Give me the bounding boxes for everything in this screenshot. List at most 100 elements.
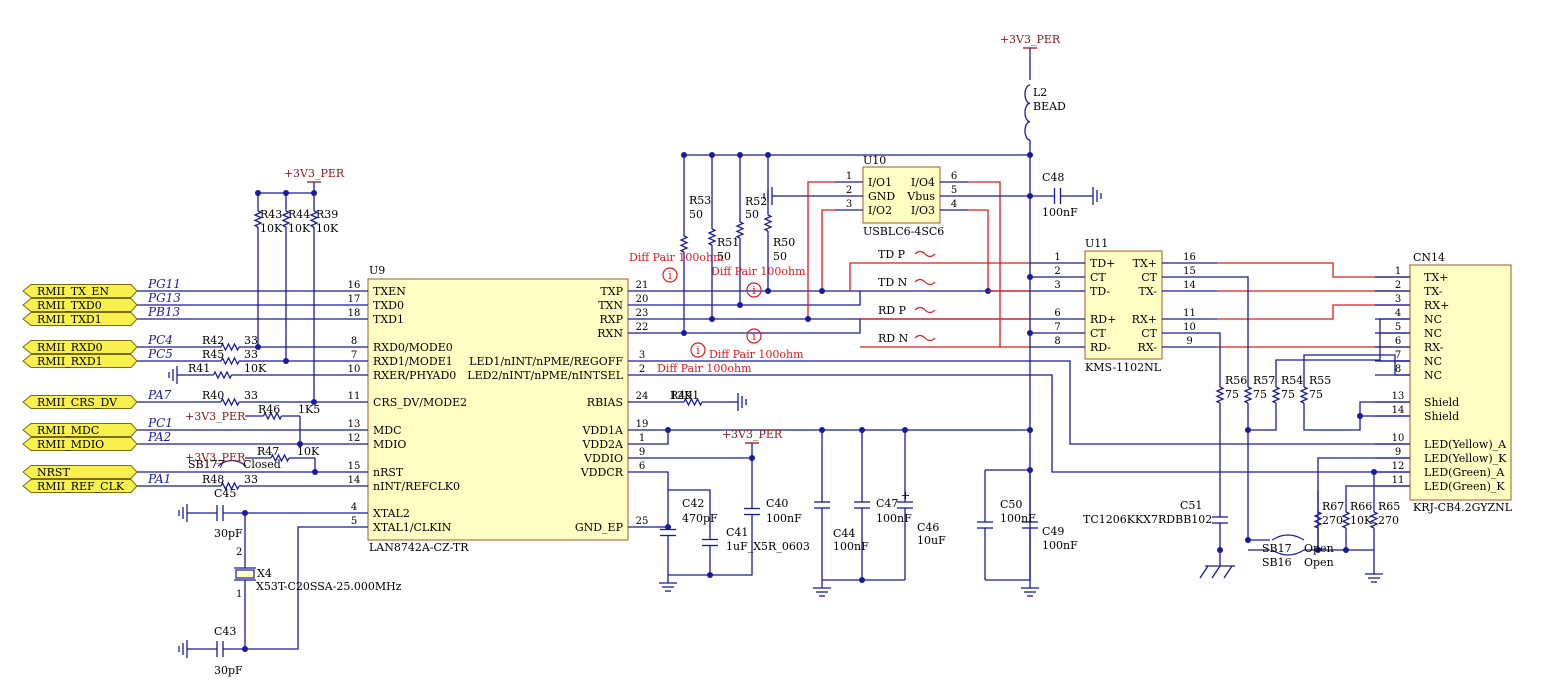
diff-pair-marker-glyph: i bbox=[752, 330, 756, 343]
net-flag-rmii-crs-dv bbox=[22, 395, 138, 409]
wire bbox=[668, 489, 711, 520]
ground-symbol bbox=[659, 575, 677, 592]
pin-name: VDDCR bbox=[580, 466, 624, 479]
capacitor-ref: C46 bbox=[917, 521, 939, 534]
power-label: +3V3_PER bbox=[185, 451, 246, 464]
net-flag-label: RMII_TXD0 bbox=[37, 299, 102, 312]
pin-name: LED(Yellow)_K bbox=[1424, 452, 1507, 465]
resistor-ref: R55 bbox=[1309, 374, 1331, 387]
pin-number: 16 bbox=[348, 280, 361, 291]
junction-dot bbox=[1357, 413, 1363, 419]
pin-number: 23 bbox=[636, 308, 649, 319]
inductor-coil-icon bbox=[1024, 84, 1031, 141]
capacitor-value: 30pF bbox=[214, 664, 243, 677]
junction-dot bbox=[1217, 547, 1223, 553]
pin-name: CT bbox=[1090, 327, 1106, 340]
resistor-ref: R49 bbox=[670, 389, 692, 402]
pin-name: TXEN bbox=[373, 285, 406, 298]
resistor-r42 bbox=[220, 342, 240, 352]
sb177-value: Closed bbox=[243, 458, 281, 471]
pin-number: 10 bbox=[1392, 433, 1405, 444]
pin-name: TXD1 bbox=[373, 313, 404, 326]
pin-number: 9 bbox=[1395, 447, 1401, 458]
junction-dot bbox=[283, 358, 289, 364]
resistor-r51 bbox=[707, 228, 717, 246]
resistor-r56 bbox=[1215, 386, 1225, 404]
pin-name: nINT/REFCLK0 bbox=[373, 480, 460, 493]
pin-number: 16 bbox=[1183, 252, 1196, 263]
net-flag-rmii-txd1 bbox=[22, 312, 138, 326]
pin-name: CT bbox=[1141, 271, 1157, 284]
resistor-ref: R44 bbox=[288, 208, 310, 221]
sb177-ref: SB177 bbox=[188, 458, 225, 471]
pin-number: 10 bbox=[1183, 322, 1196, 333]
junction-dot bbox=[681, 330, 687, 336]
capacitor-value: TC1206KKX7RDBB102 bbox=[1083, 513, 1212, 526]
pin-name: CRS_DV/MODE2 bbox=[373, 396, 467, 409]
resistor-r55 bbox=[1299, 386, 1309, 404]
mcu-pin-label: PC1 bbox=[147, 416, 173, 430]
resistor-ref: R51 bbox=[717, 236, 739, 249]
u9-part: LAN8742A-CZ-TR bbox=[369, 541, 469, 554]
u9-body bbox=[367, 278, 629, 541]
resistor-r67 bbox=[1313, 511, 1323, 529]
pin-number: 4 bbox=[1395, 308, 1401, 319]
net-flag-label: RMII_MDIO bbox=[37, 438, 104, 451]
mcu-pin-label: PA2 bbox=[147, 430, 171, 444]
net-flag-rmii-rxd1 bbox=[22, 354, 138, 368]
net-flag-rmii-rxd0 bbox=[22, 340, 138, 354]
diff-pair-marker-icon bbox=[746, 328, 762, 344]
crystal-x4-icon bbox=[235, 569, 255, 579]
resistor-ref: R56 bbox=[1225, 374, 1247, 387]
junction-dot bbox=[709, 316, 715, 322]
pin-name: XTAL1/CLKIN bbox=[373, 521, 452, 534]
ground-symbol bbox=[813, 580, 831, 597]
pin-name: RX- bbox=[1424, 341, 1444, 354]
pin-name: TD+ bbox=[1090, 257, 1115, 270]
power-label: +3V3_PER bbox=[185, 410, 246, 423]
pin-name: RXP bbox=[599, 313, 623, 326]
diff-pair-marker-icon bbox=[662, 267, 678, 283]
wire bbox=[1217, 304, 1410, 320]
capacitor-ref: C43 bbox=[214, 625, 236, 638]
capacitor-value: 100nF bbox=[833, 540, 869, 553]
capacitor-ref: C50 bbox=[1000, 498, 1022, 511]
pin-name: GND bbox=[868, 190, 895, 203]
l2-ref: L2 bbox=[1033, 86, 1047, 99]
capacitor-value: 100nF bbox=[1042, 539, 1078, 552]
pin-number: 6 bbox=[951, 171, 957, 182]
pin-number: 12 bbox=[1392, 461, 1405, 472]
resistor-ref: R43 bbox=[260, 208, 282, 221]
pin-number: 8 bbox=[1054, 336, 1060, 347]
pin-name: Shield bbox=[1424, 410, 1459, 423]
net-flag-label: RMII_CRS_DV bbox=[37, 396, 118, 409]
wire bbox=[807, 181, 835, 319]
pin-name: I/O2 bbox=[868, 204, 892, 217]
pin-name: MDC bbox=[373, 424, 402, 437]
wire bbox=[656, 319, 861, 334]
x4-ref: X4 bbox=[257, 567, 272, 580]
resistor-value: 270 bbox=[1378, 514, 1399, 527]
pin-number: 17 bbox=[348, 294, 361, 305]
mcu-pin-label: PC5 bbox=[147, 347, 173, 361]
junction-dot bbox=[1343, 547, 1349, 553]
wires-layer bbox=[137, 48, 1410, 652]
l2-value: BEAD bbox=[1033, 100, 1066, 113]
pin-name: GND_EP bbox=[575, 521, 624, 534]
ground-symbol bbox=[168, 366, 185, 384]
resistor-value: 75 bbox=[1281, 388, 1295, 401]
pin-number: 9 bbox=[1186, 336, 1192, 347]
net-tie-icon bbox=[914, 250, 936, 258]
junction-dot bbox=[255, 344, 261, 350]
mcu-pin-label: PC4 bbox=[147, 333, 173, 347]
power-label: +3V3_PER bbox=[284, 167, 345, 180]
capacitor-value: 10uF bbox=[917, 534, 946, 547]
net-flag-label: RMII_TX_EN bbox=[37, 285, 109, 298]
pin-name: TD- bbox=[1090, 285, 1110, 298]
capacitor-ref: C48 bbox=[1042, 171, 1064, 184]
pin-name: Vbus bbox=[906, 190, 935, 203]
diff-pair-marker-glyph: i bbox=[752, 284, 756, 297]
diff-pair-marker-glyph: i bbox=[668, 269, 672, 282]
pin-number: 5 bbox=[951, 185, 957, 196]
u9-ref: U9 bbox=[369, 264, 385, 277]
